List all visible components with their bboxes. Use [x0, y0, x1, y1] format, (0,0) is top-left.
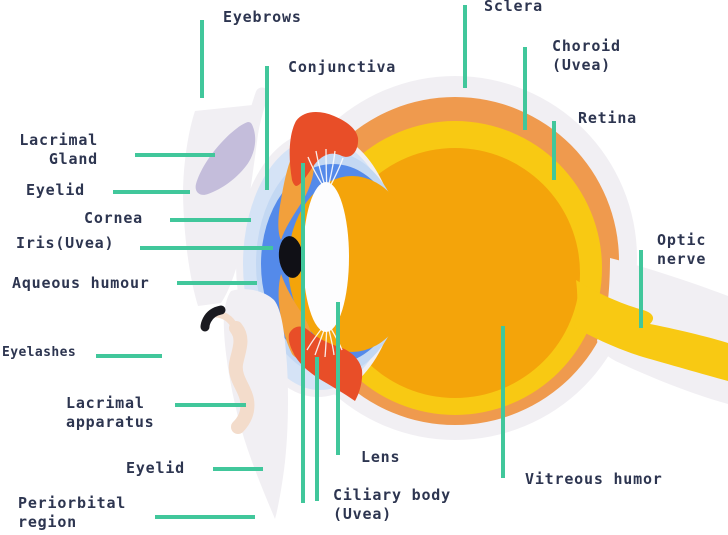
label-aqueous-humour: Aqueous humour	[12, 274, 150, 292]
label-conjunctiva: Conjunctiva	[288, 58, 397, 76]
label-optic-nerve: Optic nerve	[657, 231, 707, 268]
label-eyelid-upper: Eyelid	[26, 181, 85, 199]
label-ciliary-body: Ciliary body (Uvea)	[333, 486, 451, 523]
label-vitreous-humor: Vitreous humor	[525, 470, 663, 488]
label-lacrimal-apparatus: Lacrimal apparatus	[66, 394, 155, 431]
label-lens: Lens	[361, 448, 401, 466]
label-cornea: Cornea	[84, 209, 143, 227]
label-eyebrows: Eyebrows	[223, 8, 302, 26]
label-eyelid-lower: Eyelid	[126, 459, 185, 477]
ciliary-body-top	[289, 111, 359, 186]
eyelash-stroke	[200, 305, 226, 332]
label-sclera: Sclera	[484, 0, 543, 15]
label-eyelashes: Eyelashes	[2, 345, 77, 360]
optic-nerve-shape	[574, 280, 728, 381]
label-iris: Iris(Uvea)	[16, 234, 115, 252]
label-lacrimal-gland: Lacrimal Gland	[19, 131, 98, 168]
leader-lines	[96, 5, 643, 519]
label-retina: Retina	[578, 109, 637, 127]
zonule-fibers	[306, 148, 344, 358]
label-periorbital-region: Periorbital region	[18, 494, 127, 531]
lacrimal-gland-shape	[195, 122, 256, 195]
lens-shape	[303, 182, 349, 332]
lacrimal-apparatus-shape	[228, 321, 255, 434]
pupil-shape	[278, 236, 304, 278]
ciliary-body-bottom	[288, 326, 363, 401]
label-choroid: Choroid (Uvea)	[552, 37, 621, 74]
